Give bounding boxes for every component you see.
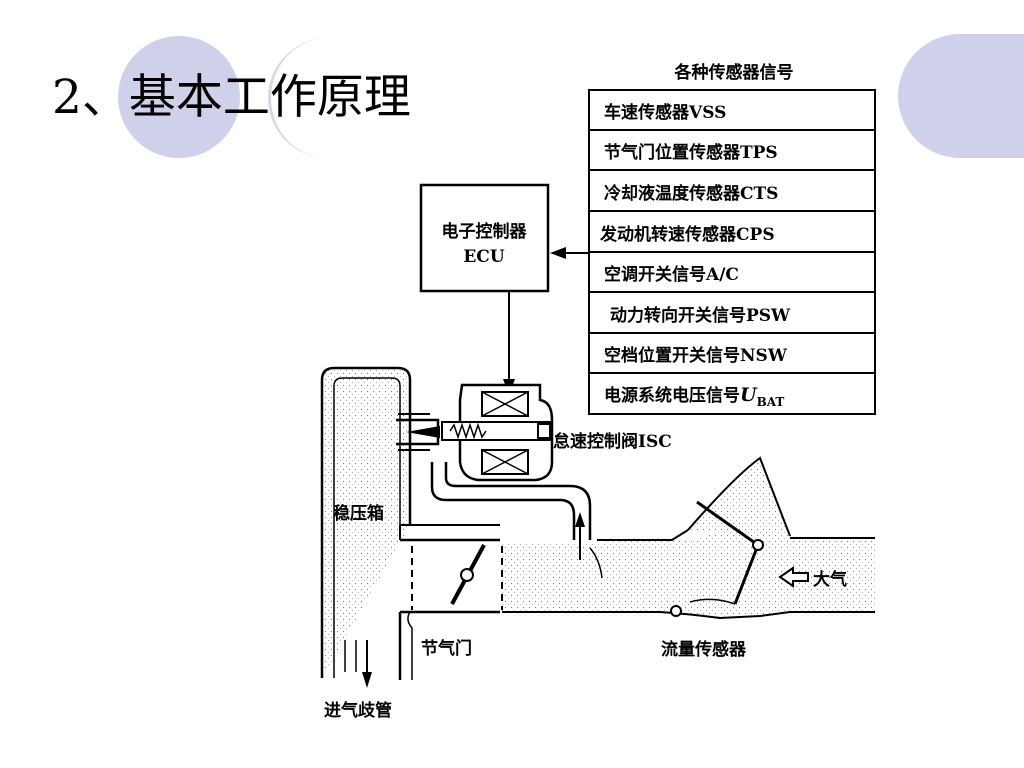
sensor-row: 车速传感器VSS bbox=[604, 102, 726, 123]
air-inlet-arrow bbox=[778, 566, 809, 588]
decorative-half-circle bbox=[898, 34, 1024, 158]
voltage-row: 电源系统电压信号UBAT bbox=[604, 384, 784, 409]
decorative-circle bbox=[118, 36, 240, 158]
sensor-row: 冷却液温度传感器CTS bbox=[604, 183, 778, 204]
isc-valve-label: 怠速控制阀ISC bbox=[553, 431, 672, 452]
sensor-row: 节气门位置传感器TPS bbox=[604, 142, 778, 163]
manifold-arrows bbox=[344, 640, 372, 688]
sensors-header: 各种传感器信号 bbox=[674, 62, 794, 83]
decorative-arc bbox=[268, 38, 388, 158]
sensor-row: 空档位置开关信号NSW bbox=[604, 345, 788, 366]
flow-sensor-label: 流量传感器 bbox=[661, 639, 747, 660]
isc-valve bbox=[396, 383, 554, 482]
atmosphere-label: 大气 bbox=[813, 569, 847, 590]
sensor-row: 动力转向开关信号PSW bbox=[610, 305, 791, 326]
slide-title: 2、基本工作原理 bbox=[52, 70, 411, 125]
intake-duct bbox=[500, 525, 875, 620]
flow-sensor bbox=[670, 456, 791, 617]
ecu-box: 电子控制器 ECU bbox=[419, 183, 550, 293]
surge-tank-label: 稳压箱 bbox=[333, 503, 384, 524]
ecu-label-line1: 电子控制器 bbox=[442, 221, 528, 242]
bypass-passage bbox=[430, 462, 603, 579]
sensor-table: 车速传感器VSS 节气门位置传感器TPS 冷却液温度传感器CTS 发动机转速传感… bbox=[588, 89, 876, 415]
throttle-body bbox=[411, 544, 503, 610]
sensor-row: 发动机转速传感器CPS bbox=[599, 224, 775, 245]
ecu-label-line2: ECU bbox=[463, 247, 504, 267]
voltage-subscript: BAT bbox=[757, 395, 785, 409]
control-arrow bbox=[503, 291, 515, 395]
sensor-row: 空调开关信号A/C bbox=[604, 264, 739, 285]
voltage-row-label: 电源系统电压信号 bbox=[604, 385, 740, 406]
surge-tank bbox=[320, 366, 500, 680]
signal-arrow bbox=[550, 247, 589, 259]
throttle-label: 节气门 bbox=[421, 638, 472, 659]
voltage-symbol: U bbox=[740, 384, 758, 406]
intake-manifold-label: 进气歧管 bbox=[324, 700, 392, 721]
